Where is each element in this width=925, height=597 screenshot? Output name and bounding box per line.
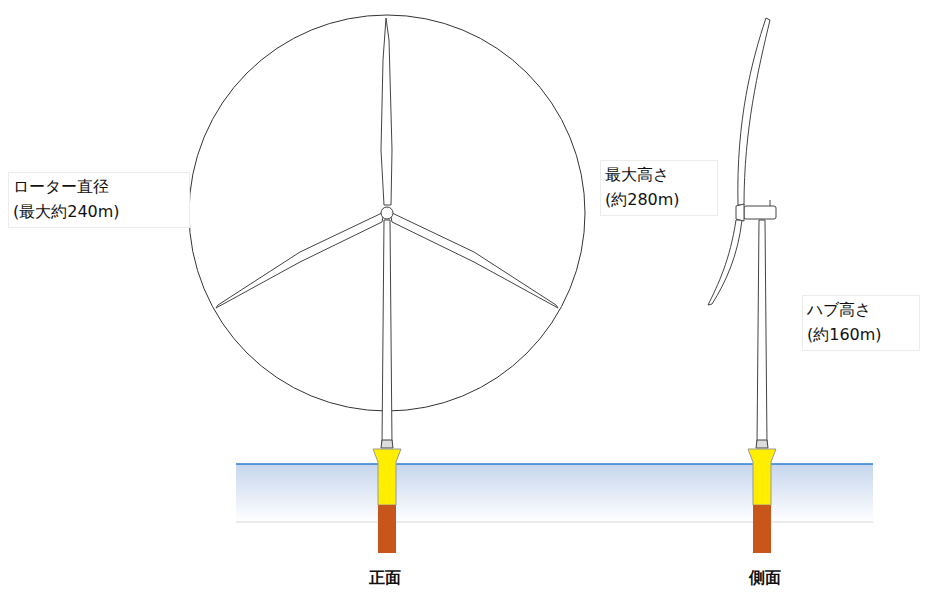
platform	[756, 440, 768, 448]
blade	[381, 18, 392, 205]
anemometer	[770, 200, 771, 206]
monopile	[378, 505, 396, 553]
nacelle	[744, 206, 776, 219]
transition-piece	[748, 449, 776, 505]
blade	[216, 212, 384, 308]
side-turbine	[708, 18, 776, 553]
sea-surface	[236, 463, 873, 465]
dimension-label: ハブ高さ (約160m)	[802, 295, 920, 351]
blade	[708, 220, 742, 305]
view-caption: 正面	[369, 566, 401, 591]
platform	[381, 440, 393, 448]
sea-bottom	[236, 522, 873, 523]
blade	[738, 18, 770, 205]
tower	[757, 220, 767, 445]
dimension-label: 最大高さ (約280m)	[600, 160, 718, 216]
hub	[736, 204, 744, 221]
front-turbine	[189, 15, 585, 553]
tower	[382, 220, 392, 445]
view-caption: 側面	[749, 566, 781, 591]
transition-piece	[373, 449, 401, 505]
hub	[381, 207, 393, 219]
dimension-label: ローター直径 (最大約240m)	[8, 172, 190, 228]
sea-band	[236, 464, 873, 522]
monopile	[753, 505, 771, 553]
blade	[390, 212, 558, 308]
